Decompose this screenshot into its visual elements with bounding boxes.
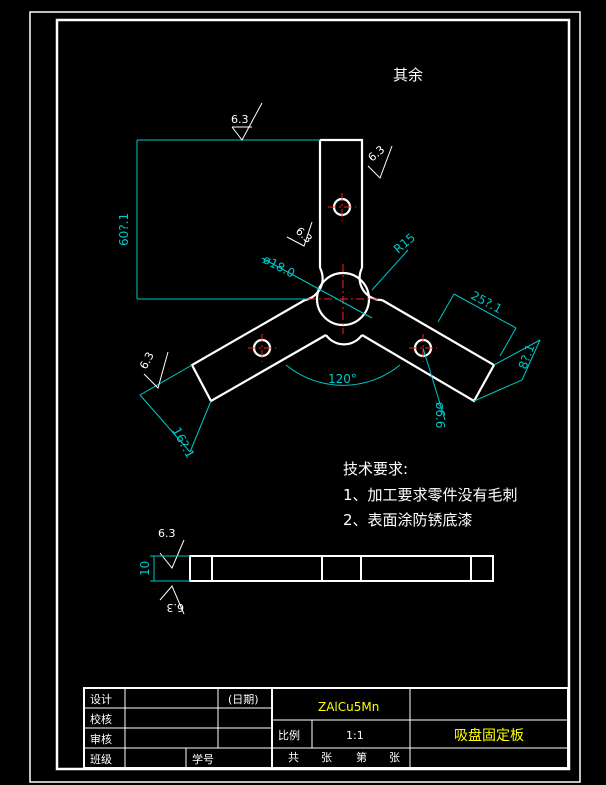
- tb-scale-label: 比例: [278, 728, 300, 742]
- outer-frame: [29, 11, 581, 783]
- dim-arm-width-right: 8?.1: [516, 342, 538, 371]
- tb-row-check: 校核: [90, 712, 112, 726]
- roughness-top-arm: 6.3: [366, 143, 388, 164]
- dim-overall-height: 60?.1: [117, 213, 131, 246]
- dim-thickness: 10: [138, 561, 152, 576]
- tb-drawing-title: 吸盘固定板: [454, 727, 524, 744]
- dim-arm-width-left: 16?.1: [169, 425, 197, 461]
- roughness-side-bottom: 6.3: [167, 601, 185, 614]
- roughness-symbols: [143, 102, 393, 615]
- roughness-top: 6.3: [231, 113, 249, 126]
- tech-req-item-2: 2、表面涂防锈底漆: [343, 511, 473, 529]
- tb-row-class: 班级: [90, 753, 112, 766]
- inner-frame: [55, 18, 571, 771]
- tb-material: ZAlCu5Mn: [318, 700, 379, 714]
- roughness-inner: 6.3: [293, 225, 315, 246]
- roughness-side-top: 6.3: [158, 527, 176, 540]
- tb-date-label: (日期): [228, 693, 259, 706]
- dim-pin-hole: ø6.6: [433, 402, 447, 428]
- dimension-lines: [136, 139, 541, 453]
- side-view: [189, 555, 494, 582]
- centerlines: [248, 193, 437, 362]
- roughness-left-arm: 6.3: [137, 350, 157, 372]
- tb-scale-value: 1:1: [346, 729, 364, 742]
- surface-note: 其余: [393, 66, 423, 84]
- title-block: [83, 687, 569, 769]
- dim-hole-diameter: ø18.0: [261, 252, 298, 280]
- tb-row-design: 设计: [90, 693, 112, 706]
- tech-req-title: 技术要求:: [343, 460, 408, 478]
- dim-arm-angle: 120°: [328, 372, 357, 386]
- tb-row-review: 审核: [90, 732, 112, 746]
- dim-fillet-radius: R15: [391, 230, 418, 256]
- tb-sheet-total: 共 张: [288, 751, 332, 764]
- tb-sheet-no: 第 张: [356, 750, 400, 764]
- tech-req-item-1: 1、加工要求零件没有毛刺: [343, 486, 518, 504]
- tb-student-no-label: 学号: [192, 752, 214, 766]
